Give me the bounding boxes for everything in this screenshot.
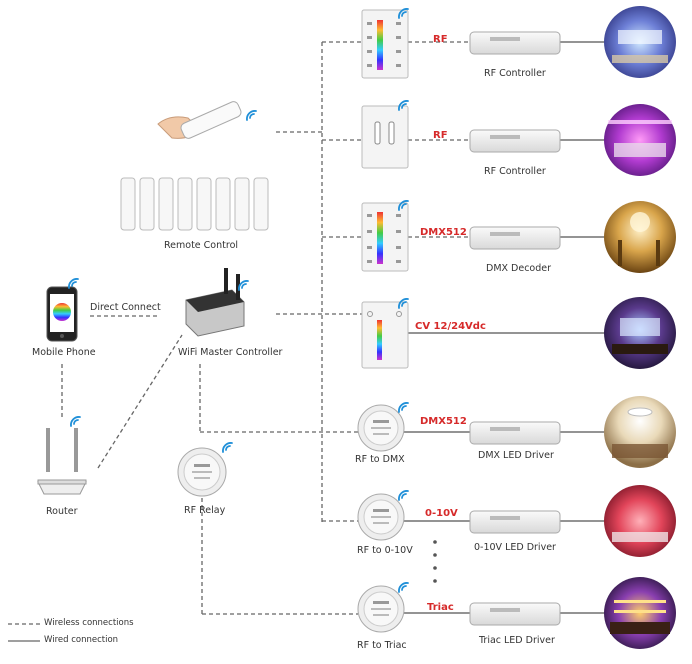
- wifi-icon: [246, 110, 257, 121]
- scene-living-room: [604, 6, 676, 78]
- wifi-icon: [68, 278, 79, 289]
- device-label: DMX Decoder: [486, 263, 552, 274]
- driver-box: [469, 510, 561, 534]
- signal-label: Triac: [427, 602, 454, 613]
- signal-label: RF: [433, 130, 448, 141]
- rf-module-triac: [357, 585, 405, 633]
- rf-to-dmx-label: RF to DMX: [355, 454, 405, 465]
- wifi-master-controller: [185, 268, 245, 337]
- rf-module-dmx: [357, 404, 405, 452]
- legend-wired-label: Wired connection: [44, 635, 119, 645]
- wifi-icon: [398, 100, 409, 111]
- driver-box: [469, 31, 561, 55]
- wifi-icon: [398, 490, 409, 501]
- legend-wireless-label: Wireless connections: [44, 618, 134, 628]
- wifi-icon: [398, 402, 409, 413]
- device-label: Triac LED Driver: [479, 635, 555, 646]
- wifi-master-label: WiFi Master Controller: [178, 347, 283, 358]
- wall-panel-rgb: [361, 9, 409, 79]
- rf-relay-label: RF Relay: [184, 505, 226, 516]
- router-label: Router: [46, 506, 78, 517]
- mobile-phone-label: Mobile Phone: [32, 347, 96, 358]
- wifi-icons: [68, 8, 409, 593]
- signal-label: CV 12/24Vdc: [415, 321, 486, 332]
- wifi-icon: [398, 582, 409, 593]
- driver-boxes: [469, 31, 561, 626]
- wifi-icon: [398, 8, 409, 19]
- driver-box: [469, 129, 561, 153]
- wifi-icon: [238, 280, 249, 291]
- wall-panel-dmx: [361, 202, 409, 272]
- device-label: 0-10V LED Driver: [474, 542, 556, 553]
- wifi-icon: [398, 200, 409, 211]
- device-label: DMX LED Driver: [478, 450, 554, 461]
- direct-connect-label: Direct Connect: [90, 302, 161, 313]
- remote-control-label: Remote Control: [164, 240, 239, 251]
- wall-panel-dimmer: [361, 105, 409, 169]
- legend-lines: [8, 623, 40, 642]
- scene-theater: [604, 297, 676, 369]
- wifi-icon: [222, 442, 233, 453]
- driver-box: [469, 602, 561, 626]
- scene-pink-room: [604, 485, 676, 557]
- scene-bar: [604, 577, 676, 649]
- driver-box: [469, 421, 561, 445]
- router: [37, 428, 87, 495]
- wifi-icon: [70, 416, 81, 427]
- signal-label: 0-10V: [425, 508, 458, 519]
- device-label: RF Controller: [484, 68, 546, 79]
- rf-relay-module: [177, 447, 227, 497]
- rf-to-0-10v-label: RF to 0-10V: [357, 545, 413, 556]
- signal-label: DMX512: [420, 416, 467, 427]
- signal-label: DMX512: [420, 227, 467, 238]
- scene-ceiling-room: [604, 396, 676, 468]
- rf-module-0-10v: [357, 493, 405, 541]
- hand-remote: [157, 101, 242, 139]
- scene-bedroom: [604, 104, 676, 176]
- signal-label: RF: [433, 34, 448, 45]
- wifi-icon: [398, 298, 409, 309]
- rf-to-triac-label: RF to Triac: [357, 640, 407, 651]
- device-label: RF Controller: [484, 166, 546, 177]
- driver-box: [469, 226, 561, 250]
- connection-lines: [61, 41, 605, 615]
- scene-photos: [604, 6, 676, 649]
- scene-lobby: [604, 201, 676, 273]
- wall-panel-cv: [361, 301, 409, 369]
- mobile-phone: [46, 286, 78, 342]
- remote-control-set: [120, 177, 269, 231]
